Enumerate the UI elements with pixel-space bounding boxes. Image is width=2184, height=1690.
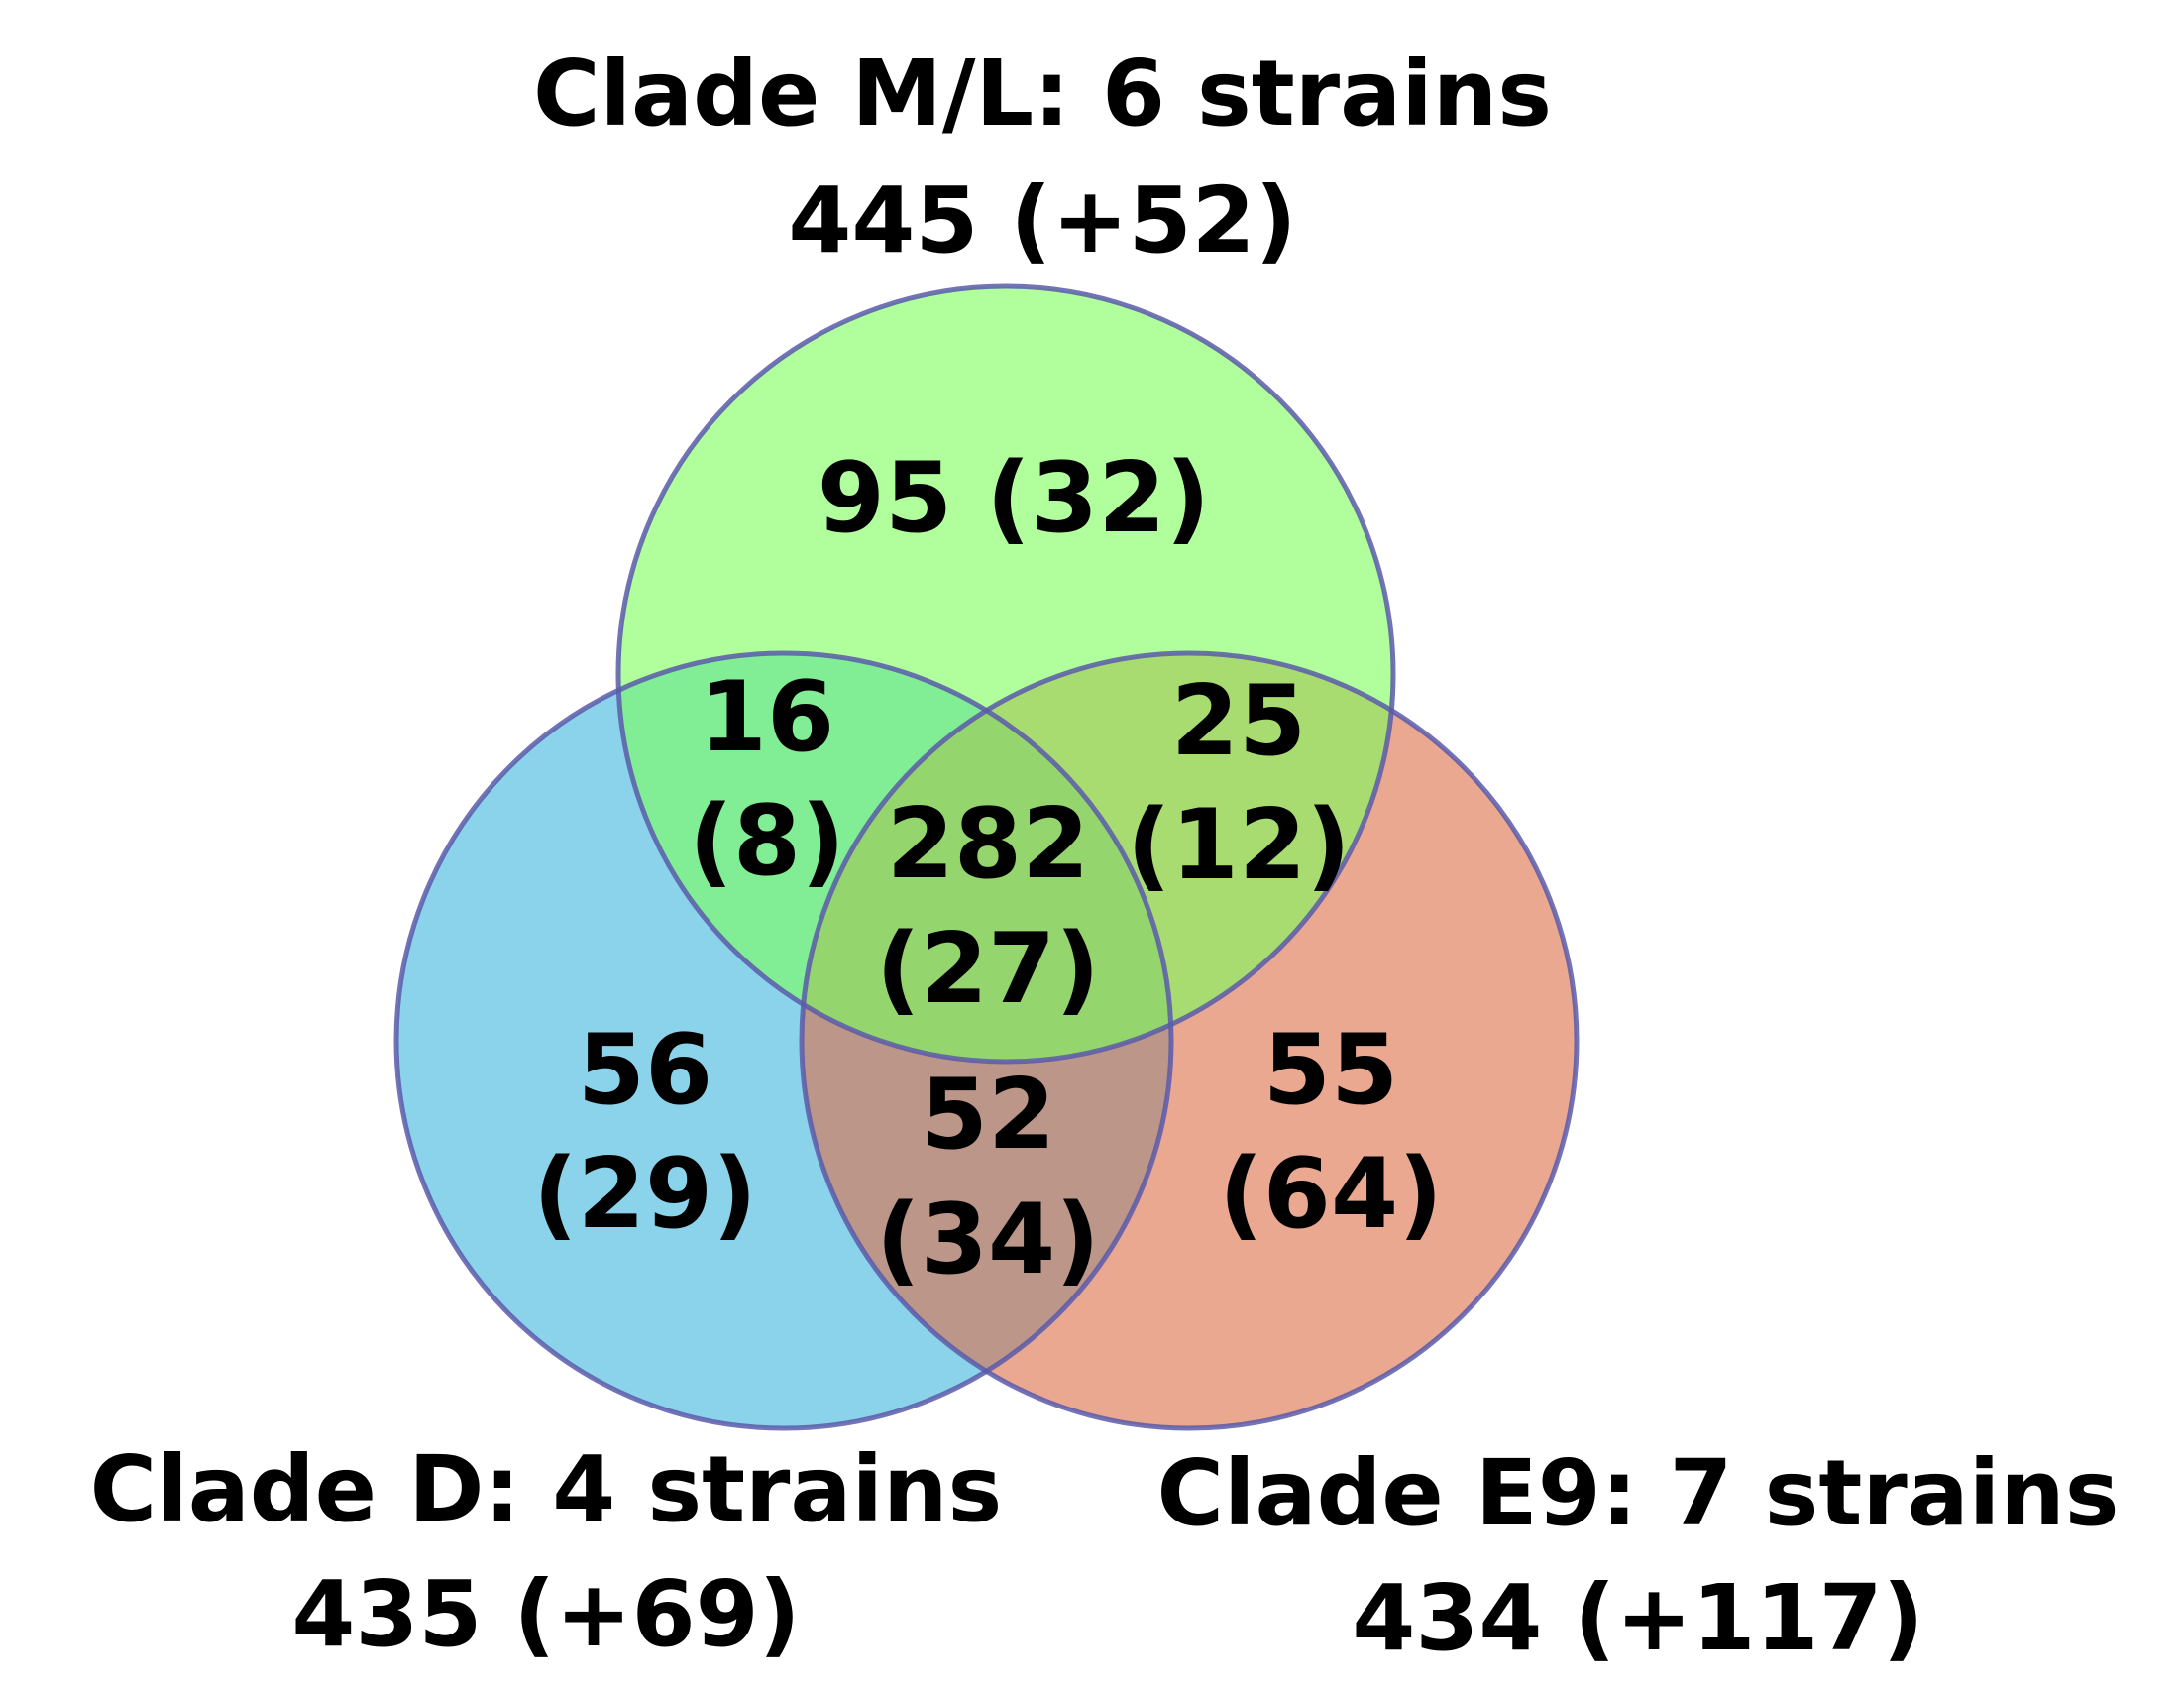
clade-e9-outline [799,650,1580,1431]
region-d-only-count: 56 [578,1014,712,1127]
region-d-e9-paren: (34) [876,1183,1100,1296]
venn-circles [393,283,1580,1431]
clade-e9-title: Clade E9: 7 strains [1156,1440,2119,1546]
region-ml-e9-count: 25 [1171,665,1306,778]
region-ml-d-paren: (8) [689,785,845,898]
region-e9-only-count: 55 [1263,1014,1398,1127]
region-all-paren: (27) [876,913,1100,1026]
clade-d-outline [393,650,1174,1431]
region-d-e9-count: 52 [921,1059,1055,1172]
clade-ml-circle [618,286,1393,1062]
clade-ml-title: Clade M/L: 6 strains [533,41,1552,147]
region-labels: 95 (32) 16 (8) 25 (12) 282 (27) 56 (29) … [533,442,1443,1296]
clade-e9-total: 434 (+117) [1352,1565,1923,1671]
clade-d-title: Clade D: 4 strains [90,1436,1003,1542]
region-d-only-paren: (29) [533,1138,757,1251]
region-ml-e9-paren: (12) [1127,789,1351,902]
clade-ml-outline [615,283,1396,1065]
set-labels: Clade M/L: 6 strains 445 (+52) Clade D: … [90,41,2120,1671]
region-ml-only: 95 (32) [818,442,1210,555]
region-all-count: 282 [887,788,1090,901]
region-e9-only-paren: (64) [1219,1138,1443,1251]
clade-ml-total: 445 (+52) [788,168,1296,274]
region-ml-d-count: 16 [700,661,834,774]
clade-d-total: 435 (+69) [291,1561,800,1667]
